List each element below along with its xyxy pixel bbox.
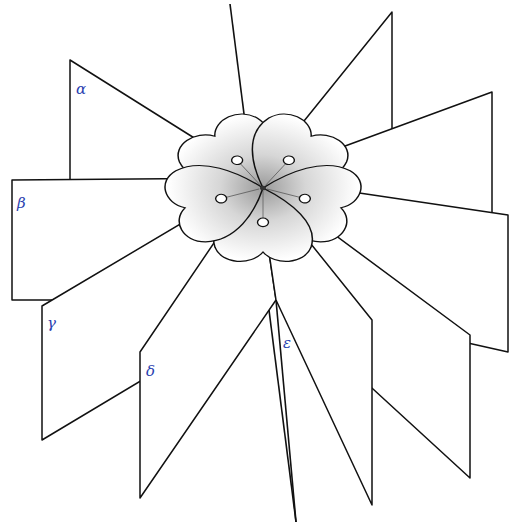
anther bbox=[281, 154, 296, 166]
flower-center bbox=[260, 186, 266, 191]
plane-label: γ bbox=[47, 316, 56, 331]
anther bbox=[298, 193, 312, 204]
stamen bbox=[263, 191, 264, 219]
plane-label: β bbox=[17, 196, 26, 211]
plane-label: δ bbox=[146, 364, 155, 379]
plane-label: α bbox=[76, 82, 86, 97]
anther bbox=[258, 218, 269, 227]
plane-label: ε bbox=[283, 336, 291, 351]
stamen bbox=[225, 189, 259, 198]
symmetry-axis bbox=[276, 300, 296, 522]
anther bbox=[214, 193, 228, 204]
anther bbox=[229, 154, 244, 166]
petal bbox=[158, 151, 278, 247]
